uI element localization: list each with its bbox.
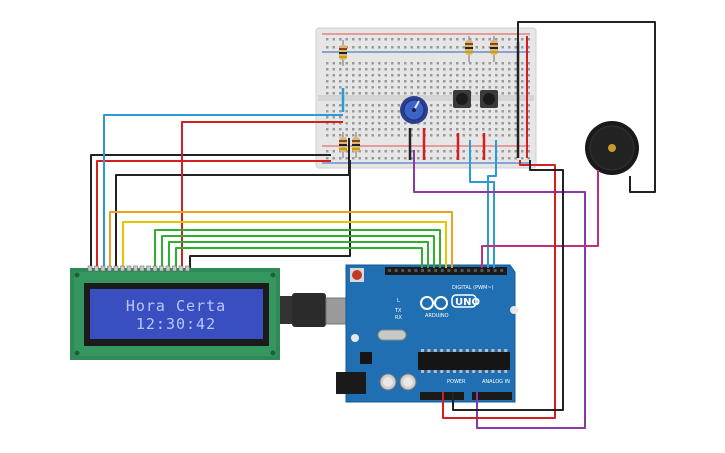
wire-button-1[interactable] [469,140,495,268]
regulator-chip [360,352,372,364]
wire-lcd-d5[interactable] [161,235,435,268]
arduino-brand: ARDUINO [425,313,449,319]
potentiometer[interactable] [400,96,428,124]
wire-lcd-rs[interactable] [109,211,453,268]
resistor-4[interactable] [339,132,347,158]
reset-button-cap[interactable] [352,270,362,280]
resistor-5[interactable] [352,132,360,158]
crystal [377,329,407,341]
digital-header [385,267,507,275]
wire-lcd-gnd[interactable] [90,154,331,268]
lcd-pin-tops [87,265,190,272]
power-label: POWER [447,379,466,385]
microcontroller-chip [418,352,510,370]
l-led-label: L [397,298,400,304]
analog-header [472,392,512,400]
arduino-model: UNO [455,297,480,308]
digital-label: DIGITAL (PWM~) [452,285,494,291]
lcd-line-2: 12:30:42 [136,315,216,333]
rx-label: RX [395,315,402,321]
wire-5v[interactable] [442,160,556,419]
breadboard-channel [318,95,534,101]
tx-label: TX [394,308,402,314]
wire-lcd-backlight-gnd[interactable] [189,160,351,268]
wire-lcd-enable[interactable] [122,221,447,268]
wire-lcd-contrast[interactable] [103,114,343,268]
pushbutton-1[interactable] [453,90,471,108]
analog-label: ANALOG IN [482,379,510,385]
wire-button-2[interactable] [487,140,497,268]
arduino-uno[interactable]: DIGITAL (PWM~) ARDUINO UNO L TX RX POWER… [336,264,518,403]
mounting-hole [351,334,359,342]
resistor-3[interactable] [490,36,498,62]
lcd-screen [90,289,263,339]
lcd-module[interactable]: Hora Certa 12:30:42 [70,268,280,360]
wire-lcd-d4[interactable] [154,229,441,268]
piezo-buzzer[interactable] [585,121,639,175]
pushbutton-2[interactable] [480,90,498,108]
wire-lcd-d7[interactable] [175,247,423,268]
lcd-line-1: Hora Certa [126,297,226,315]
resistor-1[interactable] [339,40,347,66]
wire-buzzer-signal[interactable] [481,170,599,268]
wire-lcd-d6[interactable] [168,241,429,268]
wire-lcd-vcc[interactable] [96,160,331,268]
resistor-2[interactable] [465,36,473,62]
wire-pot-wiper[interactable] [413,150,586,429]
wire-lcd-rw[interactable] [115,138,350,268]
arduino-logo: ARDUINO UNO [420,294,480,319]
wires [90,21,656,429]
wire-gnd[interactable] [452,160,564,411]
mounting-hole [510,306,518,314]
wire-lcd-backlight[interactable] [181,121,343,268]
wire-buzzer-gnd[interactable] [517,21,656,193]
power-jack [336,372,366,394]
